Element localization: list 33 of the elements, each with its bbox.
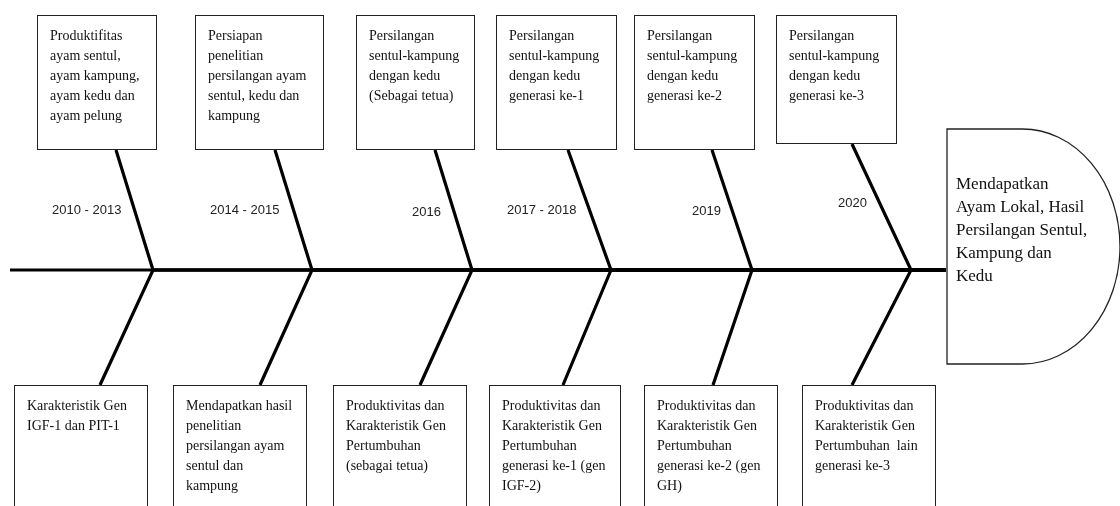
event-box: [644, 385, 778, 506]
event-text: Produktivitas dan Karakteristik Gen Pertumbuhan generasi ke-2 (gen GH): [657, 397, 762, 495]
event-text: Mendapatkan Ayam Lokal, Hasil Persilangan Sentul, Kampung dan Kedu: [956, 173, 1089, 287]
bone-line: [850, 268, 946, 386]
year-label: 2014 - 2015: [210, 202, 280, 217]
event-text: Persilangan sentul-kampung dengan kedu (Sebagai tetua): [369, 27, 461, 105]
fish-head-shape: [946, 128, 1120, 365]
event-box: [496, 15, 617, 150]
event-text: Karakteristik Gen IGF-1 dan PIT-1: [27, 397, 128, 435]
event-box: [14, 385, 148, 506]
year-label: 2019: [692, 203, 721, 218]
event-box: [776, 15, 897, 144]
year-label: 2020: [838, 195, 867, 210]
event-box: [333, 385, 467, 506]
event-text: Produktivitas dan Karakteristik Gen Pertumbuhan lain generasi ke-3: [815, 397, 919, 475]
event-text: Produktivitas dan Karakteristik Gen Pertumbuhan generasi ke-1 (gen IGF-2): [502, 397, 607, 495]
event-text: Produktifitas ayam sentul, ayam kampung, ayam kedu dan ayam pelung: [50, 27, 141, 125]
event-box: [802, 385, 936, 506]
event-box: [37, 15, 157, 150]
event-text: Mendapatkan hasil penelitian persilangan ayam sentul dan kampung: [186, 397, 294, 495]
year-label: 2016: [412, 204, 441, 219]
year-label: 2010 - 2013: [52, 202, 122, 217]
event-box: [195, 15, 324, 150]
event-box: [173, 385, 307, 506]
event-text: Produktivitas dan Karakteristik Gen Pertumbuhan (sebagai tetua): [346, 397, 447, 475]
event-text: Persilangan sentul-kampung dengan kedu generasi ke-2: [647, 27, 739, 105]
event-box: [356, 15, 475, 150]
event-text: Persilangan sentul-kampung dengan kedu generasi ke-1: [509, 27, 601, 105]
event-text: Persilangan sentul-kampung dengan kedu generasi ke-3: [789, 27, 881, 105]
year-label: 2017 - 2018: [507, 202, 577, 217]
event-box: [634, 15, 755, 150]
event-text: Persiapan penelitian persilangan ayam sentul, kedu dan kampung: [208, 27, 308, 125]
event-box: [489, 385, 621, 506]
